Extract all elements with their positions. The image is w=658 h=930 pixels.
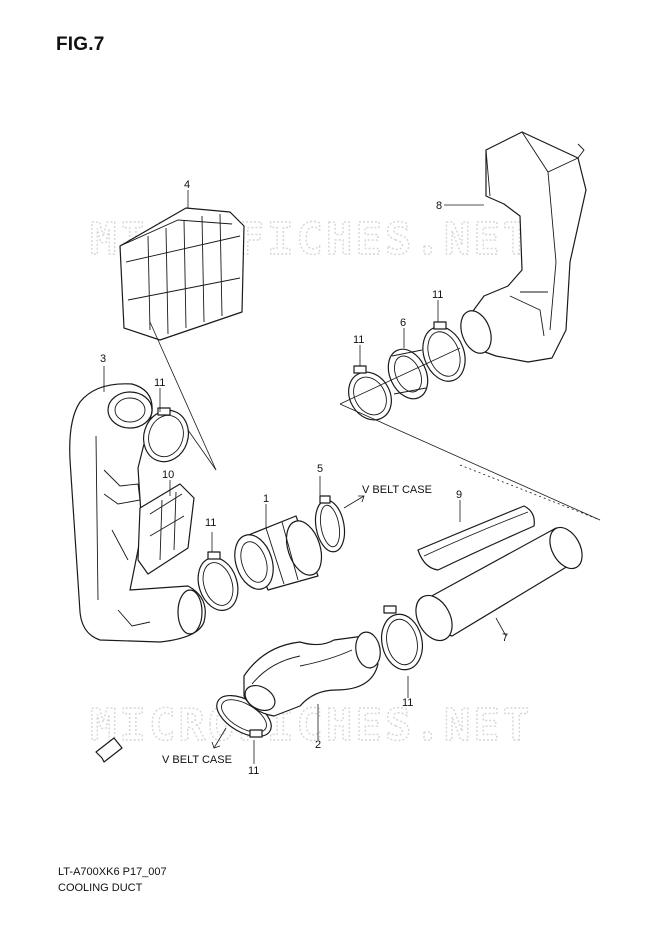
leader-lines xyxy=(103,190,601,764)
figure-name: COOLING DUCT xyxy=(58,882,143,894)
callout-6: 6 xyxy=(400,317,406,329)
fwd-arrow: FWD xyxy=(95,737,123,763)
figure-title: FIG.7 xyxy=(56,34,105,55)
figure-code: LT-A700XK6 P17_007 xyxy=(58,866,167,878)
callout-4: 4 xyxy=(184,179,190,191)
callout-2: 2 xyxy=(315,739,321,751)
part-2-lower-duct-hose xyxy=(243,631,381,717)
callout-11-e: 11 xyxy=(402,697,413,709)
callout-3: 3 xyxy=(100,353,106,365)
part-11-clamp-b xyxy=(197,551,239,611)
callout-numbers: 4 3 11 10 11 1 5 6 11 11 8 9 7 11 2 11 xyxy=(100,179,508,777)
part-9-heat-shield xyxy=(417,505,535,571)
callout-9: 9 xyxy=(456,489,462,501)
watermark-bottom: MICROFICHES.NET xyxy=(90,700,532,751)
part-11-clamp-f xyxy=(216,694,272,738)
callout-10: 10 xyxy=(162,469,174,481)
callout-8: 8 xyxy=(436,200,442,212)
part-6-duct-ring xyxy=(387,348,429,400)
part-1-duct-coupling xyxy=(234,515,323,591)
callout-11-a: 11 xyxy=(154,377,165,389)
callout-7: 7 xyxy=(502,632,508,644)
v-belt-case-label-lower: V BELT CASE xyxy=(162,754,232,766)
part-11-clamp-e xyxy=(380,605,424,671)
callout-11-b: 11 xyxy=(205,517,216,529)
callout-11-c: 11 xyxy=(432,289,443,301)
part-11-clamp-c xyxy=(348,365,392,421)
part-11-clamp-a xyxy=(142,407,190,463)
part-7-outer-duct-tube xyxy=(415,526,583,642)
part-3-air-duct xyxy=(69,383,206,643)
callout-11-d: 11 xyxy=(353,334,364,346)
callout-11-f: 11 xyxy=(248,765,259,777)
part-5-clamp xyxy=(314,495,346,553)
part-4-duct-cover xyxy=(119,207,245,341)
callout-5: 5 xyxy=(317,463,323,475)
part-10-seal-plate xyxy=(137,483,195,575)
v-belt-case-label-upper: V BELT CASE xyxy=(362,484,432,496)
part-8-upper-duct xyxy=(460,131,587,363)
callout-1: 1 xyxy=(263,493,269,505)
